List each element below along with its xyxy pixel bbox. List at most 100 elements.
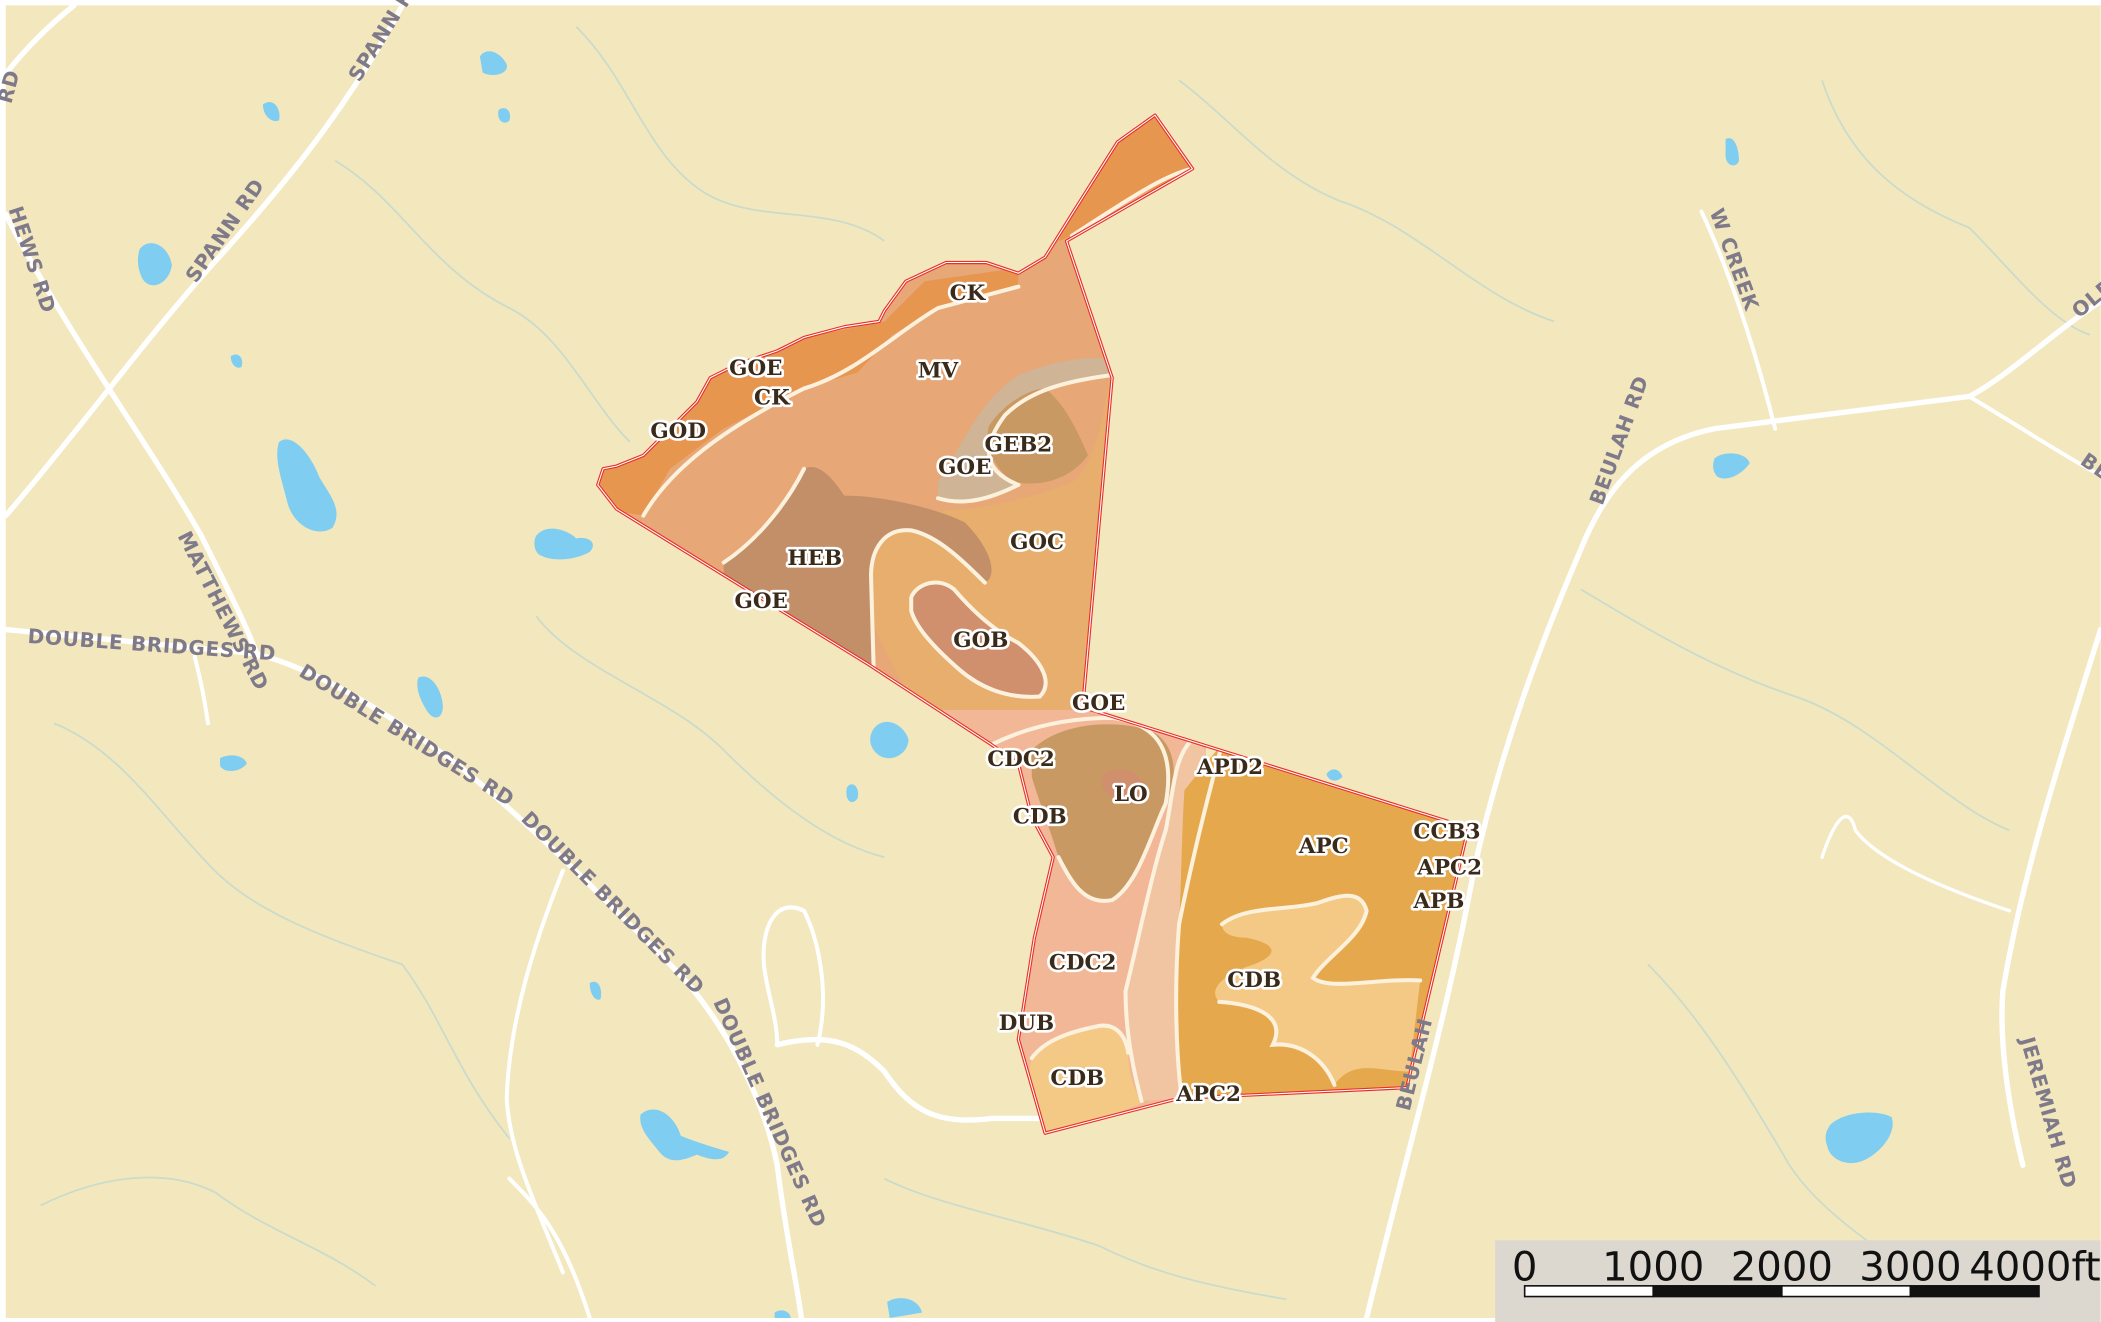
pond-9 (220, 755, 247, 771)
double-bridges-road (3, 626, 805, 1321)
soil-label-cdb-north[interactable]: CDB (1010, 802, 1069, 832)
stream-3 (53, 722, 511, 1140)
soil-lo-inner (1101, 769, 1147, 805)
soil-geb2 (987, 388, 1089, 484)
pond-6 (277, 439, 337, 532)
soil-label-lo[interactable]: LO (1111, 779, 1150, 809)
soil-label-goe-west[interactable]: GOE (732, 586, 791, 616)
farm-loop-north (761, 905, 825, 1047)
pond-5 (230, 354, 243, 368)
scale-segment-4 (1909, 1285, 2040, 1298)
pond-16 (1326, 769, 1343, 781)
stream-6 (1580, 588, 2010, 832)
soil-label-apc2-south[interactable]: APC2 (1173, 1079, 1244, 1109)
soil-gob (911, 582, 1046, 697)
soil-orange-north-tip (1058, 115, 1200, 242)
soil-label-apc2-east[interactable]: APC2 (1414, 853, 1485, 883)
pond-7 (534, 528, 593, 560)
scale-tick-0: 0 (1512, 1244, 1538, 1290)
soil-label-apb[interactable]: APB (1410, 886, 1467, 916)
double-bridges-spur (192, 654, 211, 726)
soil-label-apd2[interactable]: APD2 (1193, 753, 1266, 783)
stream-5 (1178, 79, 1555, 323)
scale-tick-3000: 3000 (1859, 1244, 1961, 1290)
soil-label-ck-north[interactable]: CK (947, 278, 989, 308)
boundary-7 (909, 580, 1048, 699)
stream-10 (884, 1177, 1287, 1301)
se-track (1820, 815, 2012, 913)
soil-label-cdc2-north[interactable]: CDC2 (985, 744, 1058, 774)
soil-label-dub[interactable]: DUB (996, 1008, 1057, 1038)
matthews-road (3, 211, 261, 659)
spann-road (3, 2, 405, 519)
soil-label-cdb-south[interactable]: CDB (1048, 1063, 1107, 1093)
pond-18 (1713, 453, 1750, 479)
pond-15 (774, 1310, 791, 1318)
soil-label-cdc2-south[interactable]: CDC2 (1046, 948, 1119, 978)
boundary-3 (987, 373, 1115, 487)
soil-cdb-southwest (1023, 1025, 1142, 1134)
boundary-2 (1069, 166, 1195, 238)
boundary-5 (869, 528, 987, 672)
boundary-11 (1219, 893, 1423, 986)
stream-4 (535, 615, 885, 859)
soil-label-ccb3[interactable]: CCB3 (1411, 817, 1483, 847)
scale-tick-4000ft: 4000ft (1969, 1244, 2100, 1290)
soil-label-goe-neck[interactable]: GOE (1069, 688, 1128, 718)
pond-10 (870, 721, 909, 759)
soil-label-apc[interactable]: APC (1295, 832, 1351, 862)
boundary-1 (641, 284, 1021, 518)
scale-tick-2000: 2000 (1731, 1244, 1833, 1290)
stream-8 (1821, 80, 2091, 336)
pond-1 (479, 51, 507, 76)
soil-label-geb2[interactable]: GEB2 (982, 430, 1055, 460)
soil-label-god[interactable]: GOD (648, 416, 709, 446)
soil-label-goe-northwest[interactable]: GOE (727, 353, 786, 383)
boundary-4 (935, 482, 1021, 504)
parcel-outline-inner (597, 114, 1470, 1134)
beulah-road (1363, 298, 2101, 1321)
soil-label-ck-west[interactable]: CK (751, 383, 793, 413)
scale-tick-1000: 1000 (1602, 1244, 1704, 1290)
boundary-12 (1217, 999, 1337, 1087)
boundary-9 (1123, 737, 1195, 1104)
east-branch-road (1967, 394, 2101, 478)
stream-9 (40, 1176, 376, 1287)
scale-segment-1 (1523, 1285, 1655, 1298)
boundary-6 (721, 466, 807, 565)
farm-loop-road (774, 1036, 1051, 1123)
pond-4 (137, 243, 172, 286)
soil-label-goe-ridge[interactable]: GOE (935, 452, 994, 482)
soil-label-cdb-east[interactable]: CDB (1225, 965, 1284, 995)
roads (3, 2, 2101, 1321)
nw-corner-road (3, 2, 77, 77)
scale-segment-2 (1652, 1285, 1783, 1298)
water-bodies (137, 51, 1893, 1318)
soil-gray-ridge (937, 357, 1113, 502)
pond-2 (498, 108, 511, 123)
soil-label-gob[interactable]: GOB (951, 625, 1011, 655)
soil-label-mv[interactable]: MV (915, 356, 961, 386)
soil-labels: CK GOE CK MV GOD GEB2 GOE HEB GOC GOE GO… (648, 278, 1485, 1109)
soil-label-goc[interactable]: GOC (1007, 527, 1066, 557)
soil-boundaries (641, 166, 1423, 1104)
stream-2 (334, 159, 631, 443)
sw-track (507, 1176, 592, 1320)
pond-3 (262, 102, 280, 122)
pond-19 (1825, 1112, 1893, 1164)
scale-bar: 0 1000 2000 3000 4000ft (1495, 1240, 2101, 1322)
boundary-13 (1029, 1023, 1131, 1061)
pond-17 (1725, 138, 1739, 166)
pond-14 (887, 1298, 922, 1318)
pond-11 (846, 784, 859, 803)
boundary-10 (1174, 742, 1224, 1101)
pond-13 (640, 1109, 730, 1161)
scale-segment-3 (1781, 1285, 1912, 1298)
pond-8 (417, 676, 443, 718)
soil-label-heb[interactable]: HEB (785, 544, 845, 574)
jeremiah-road (1999, 626, 2101, 1168)
soil-lo (1031, 724, 1174, 901)
boundary-8 (989, 715, 1171, 903)
pond-12 (589, 981, 602, 1000)
